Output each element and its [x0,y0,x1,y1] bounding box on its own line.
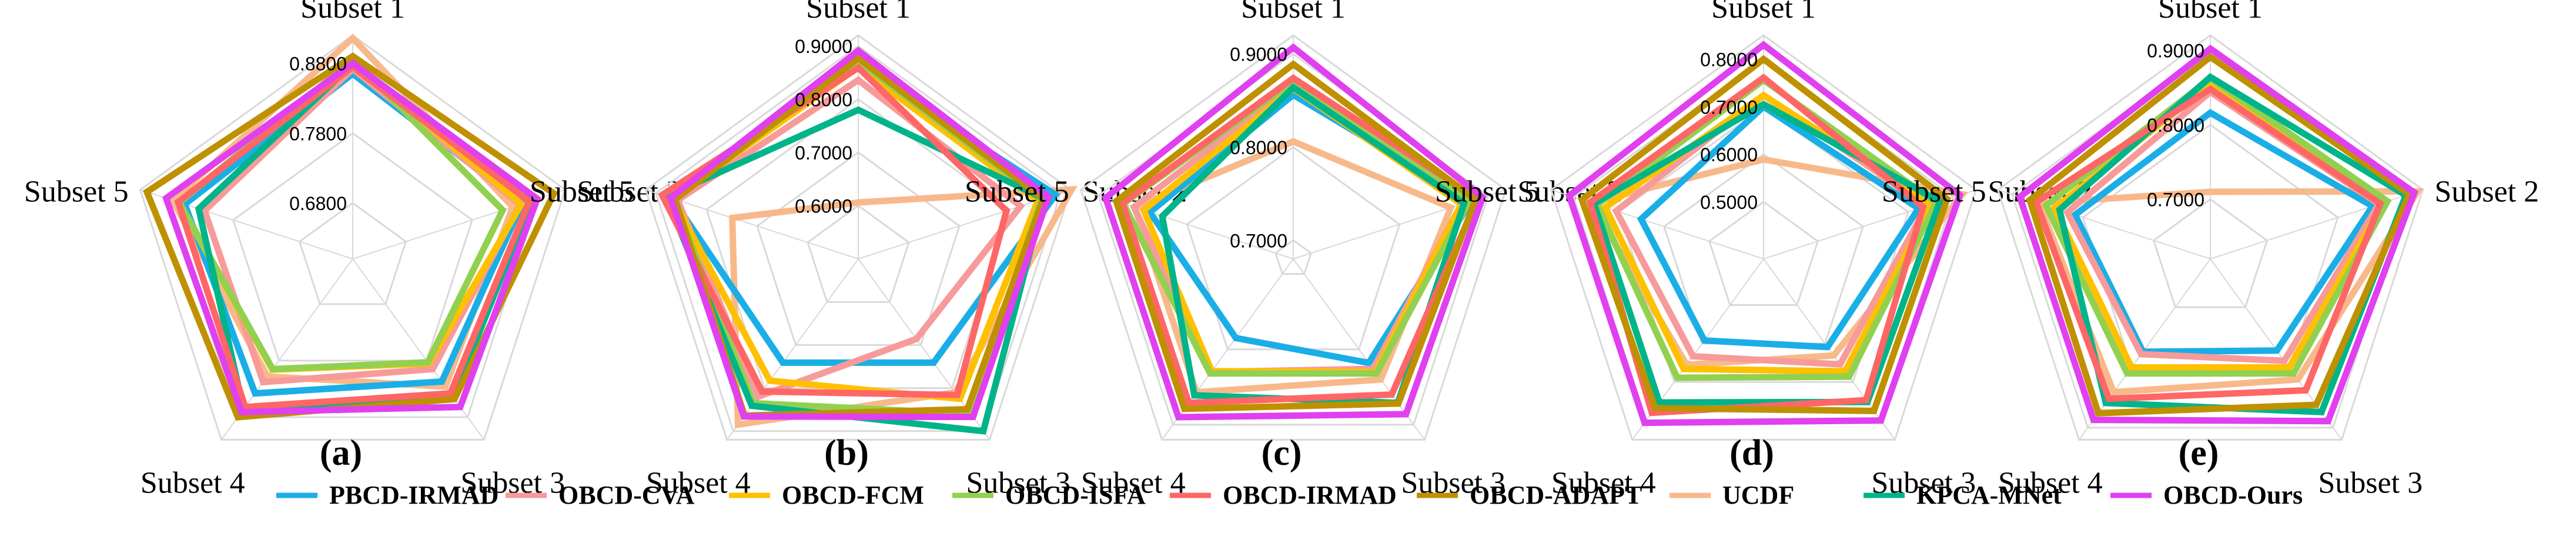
legend-label: OBCD-IRMAD [1223,481,1397,510]
panel-label: (e) [2179,433,2219,473]
axis-spoke [1293,258,1426,440]
tick-label: 0.7000 [1700,96,1758,118]
grid-ring [655,45,1062,432]
series-obcd-isfa [2042,74,2392,377]
grid-ring [298,202,407,305]
axis-label: Subset 1 [2158,0,2263,25]
legend-item: OBCD-ISFA [952,481,1146,510]
series-obcd-irmad [174,62,534,411]
axis-label: Subset 5 [965,175,1069,209]
legend-item: OBCD-CVA [506,481,695,510]
tick-label: 0.8000 [2147,115,2204,136]
tick-label: 0.7000 [795,142,852,164]
panel-label: (b) [824,433,869,473]
panel-label: (c) [1262,433,1302,473]
legend-item: UCDF [1670,481,1794,510]
series-obcd-irmad [657,64,1011,398]
legend-label: OBCD-ISFA [1005,481,1146,510]
grid-ring [1550,34,1978,441]
tick-label: 0.9000 [2147,40,2204,61]
tick-label: 0.9000 [795,36,852,57]
tick-label: 0.8000 [1700,49,1758,70]
axis-label: Subset 5 [24,175,129,209]
legend: PBCD-IRMAD OBCD-CVA OBCD-FCM OBCD-ISFA OBCD-… [276,481,2303,510]
panel-label: (d) [1729,433,1774,473]
grid-ring [1274,239,1312,275]
axis-label: Subset 1 [1241,0,1346,25]
tick-label: 0.8800 [289,54,347,75]
axis-label: Subset 2 [2434,175,2539,209]
tick-label: 0.6800 [289,193,347,214]
series-obcd-ours [1102,43,1487,421]
legend-item: KPCA-MNet [1864,481,2062,510]
tick-label: 0.7000 [2147,189,2204,211]
axis-label: Subset 1 [1711,0,1816,25]
axis-label: Subset 4 [1081,466,1186,500]
tick-label: 0.7800 [289,123,347,144]
legend-item: OBCD-FCM [729,481,924,510]
axis-label: Subset 3 [2318,466,2423,500]
series-obcd-irmad [2032,85,2384,402]
axis-label: Subset 4 [140,466,245,500]
axis-label: Subset 1 [806,0,911,25]
legend-label: OBCD-CVA [558,481,695,510]
legend-label: KPCA-MNet [1916,481,2062,510]
series-pbcd-irmad [2070,109,2377,355]
series-obcd-adapt [1112,60,1480,412]
series-obcd-ours [667,46,1052,421]
legend-item: OBCD-IRMAD [1170,481,1397,510]
grid-ring [232,132,474,362]
grid-ring [1079,34,1507,441]
series-kpca-mnet [1590,100,1944,406]
series-obcd-ours [162,59,541,415]
tick-label: 0.6000 [1700,144,1758,165]
legend-label: OBCD-ADAPT [1470,481,1642,510]
axis-label: Subset 4 [1998,466,2103,500]
axis-label: Subset 4 [1551,466,1656,500]
grid-ring [1996,34,2424,441]
legend-item: PBCD-IRMAD [276,481,499,510]
tick-label: 0.9000 [1230,44,1287,65]
legend-label: OBCD-FCM [782,481,924,510]
legend-label: UCDF [1722,481,1794,510]
series-obcd-ours [1565,41,1964,427]
grid-ring [644,34,1072,441]
series-obcd-fcm [1601,91,1936,375]
series-obcd-ours [2016,44,2418,425]
series-obcd-adapt [1578,55,1951,414]
axis-label: Subset 1 [300,0,405,25]
panel-label: (a) [320,433,362,473]
series-obcd-adapt [671,54,1048,420]
tick-label: 0.6000 [795,196,852,217]
legend-label: PBCD-IRMAD [329,481,499,510]
tick-label: 0.8000 [1230,137,1287,158]
tick-label: 0.5000 [1700,192,1758,213]
grid-ring [2152,198,2269,308]
grid-ring [139,34,567,441]
axis-label: Subset 5 [530,175,634,209]
tick-label: 0.8000 [795,89,852,111]
radar-panel-5: 0.7000 0.8000 0.9000 Subset 1 Subset 2 Subset… [1882,0,2539,500]
legend-item: OBCD-ADAPT [1417,481,1642,510]
grid-ring [807,204,910,303]
grid-ring [1618,105,1909,383]
series-obcd-adapt [2026,52,2414,417]
legend-item: OBCD-Ours [2110,481,2303,510]
series-pbcd-irmad [1637,102,1923,351]
axis-label: Subset 5 [1435,175,1540,209]
axis-label: Subset 5 [1882,175,1986,209]
tick-label: 0.7000 [1230,230,1287,251]
legend-label: OBCD-Ours [2163,481,2303,510]
grid-ring [1708,201,1819,306]
axis-spoke [726,258,859,440]
